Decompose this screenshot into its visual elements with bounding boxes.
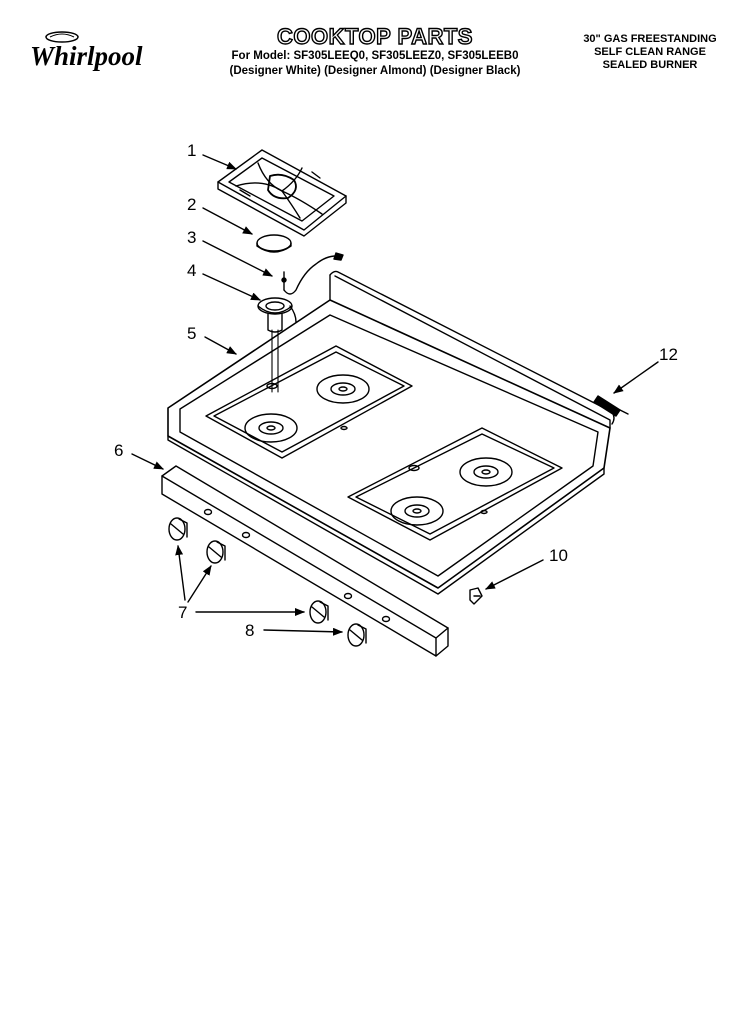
control-knob [206, 540, 226, 564]
product-line-1: 30" GAS FREESTANDING [583, 33, 717, 45]
color-variants: (Designer White) (Designer Almond) (Desi… [229, 65, 521, 77]
control-knob [168, 517, 188, 541]
callout-1: 1 [187, 141, 196, 160]
product-description: 30" GAS FREESTANDING SELF CLEAN RANGE SE… [565, 33, 735, 72]
burner-grate [217, 149, 347, 237]
mounting-clip [469, 587, 483, 605]
page-title: COOKTOP PARTS [276, 23, 473, 49]
product-line-3: SEALED BURNER [602, 59, 698, 71]
spark-electrode [281, 252, 344, 295]
callout-8: 8 [245, 621, 254, 640]
callout-12: 12 [659, 345, 678, 364]
control-knob-lighted [347, 623, 367, 647]
callout-3: 3 [187, 228, 196, 247]
callout-7: 7 [178, 603, 187, 622]
callout-4: 4 [187, 261, 196, 280]
product-line-2: SELF CLEAN RANGE [594, 46, 706, 58]
callout-10: 10 [549, 546, 568, 565]
burner-cap [256, 234, 292, 253]
cooktop-main-top [167, 270, 615, 595]
model-numbers: For Model: SF305LEEQ0, SF305LEEZ0, SF305… [231, 50, 519, 62]
whirlpool-logo: Whirlpool [30, 31, 143, 71]
callout-6: 6 [114, 441, 123, 460]
callout-5: 5 [187, 324, 196, 343]
whirlpool-wordmark: Whirlpool [30, 41, 143, 71]
callout-2: 2 [187, 195, 196, 214]
control-panel-trim [161, 465, 449, 657]
control-knob [309, 600, 329, 624]
hinge-pin [593, 395, 629, 417]
